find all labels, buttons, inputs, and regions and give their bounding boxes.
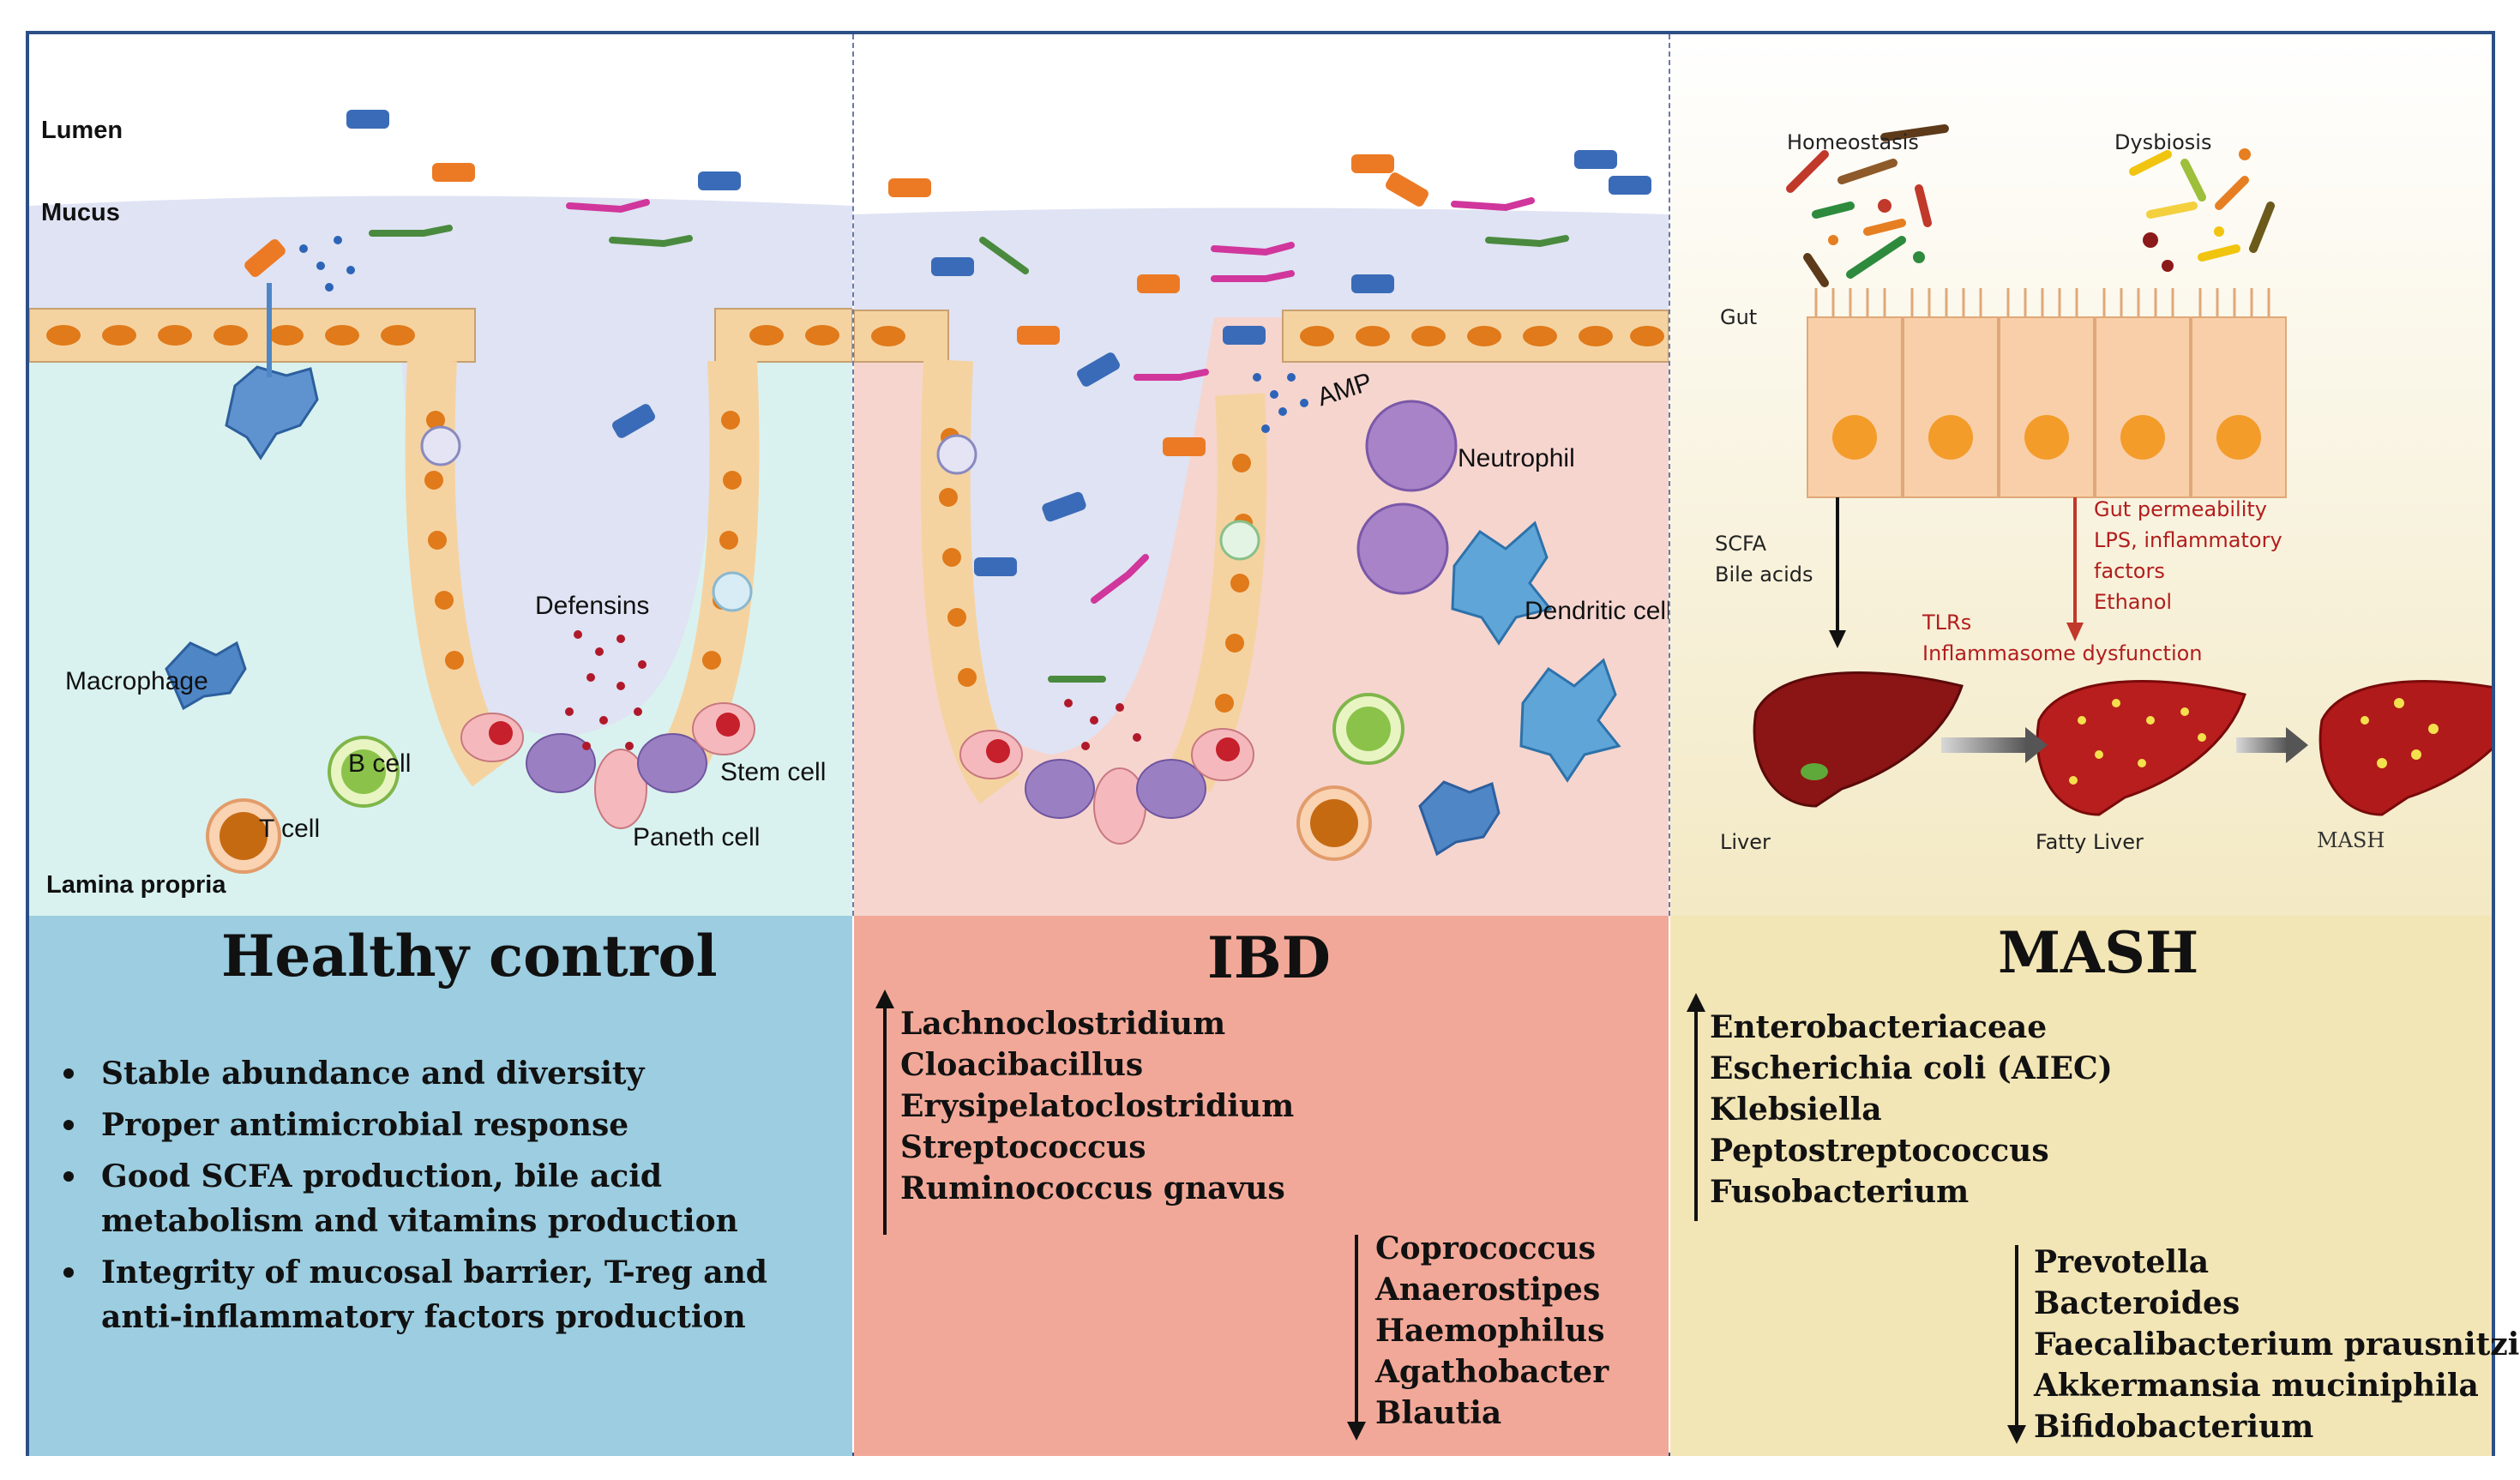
mash-summary-box: MASH Enterobacteriaceae Escherichia coli… — [1670, 916, 2520, 1456]
list-item: Enterobacteriaceae — [1710, 1009, 2048, 1045]
increase-arrow-icon — [875, 990, 894, 1235]
healthy-gut-illustration — [29, 34, 852, 874]
list-item: Stable abundance and diversity — [53, 1051, 842, 1096]
list-item: Streptococcus — [900, 1129, 1146, 1165]
list-item: Bacteroides — [2034, 1285, 2240, 1321]
paneth-cell-label: Paneth cell — [633, 823, 761, 851]
decrease-arrow-icon — [1347, 1235, 1366, 1441]
increase-arrow-icon — [1687, 993, 1705, 1221]
b-cell-label: B cell — [348, 749, 412, 778]
stem-cell-label: Stem cell — [720, 758, 827, 786]
ibd-increased-list: Lachnoclostridium Cloacibacillus Erysipe… — [900, 1003, 1294, 1209]
factors-label: factors — [2094, 559, 2165, 583]
mash-increased-list: Enterobacteriaceae Escherichia coli (AIE… — [1710, 1007, 2113, 1212]
fatty-liver-label: Fatty Liver — [2036, 830, 2144, 854]
list-item: Faecalibacterium prausnitzii — [2034, 1327, 2520, 1363]
list-item: Good SCFA production, bile acid metaboli… — [53, 1154, 842, 1243]
list-item: Haemophilus — [1375, 1313, 1605, 1349]
list-item: Prevotella — [2034, 1244, 2210, 1280]
panel-divider — [1669, 34, 1670, 916]
mucus-label: Mucus — [41, 199, 120, 226]
list-item: Bifidobacterium — [2034, 1409, 2314, 1445]
mash-decreased-list: Prevotella Bacteroides Faecalibacterium … — [2034, 1242, 2520, 1447]
homeostasis-label: Homeostasis — [1787, 130, 1919, 154]
ethanol-label: Ethanol — [2094, 590, 2173, 614]
list-item: Klebsiella — [1710, 1092, 1882, 1128]
bullet-icon — [63, 1120, 74, 1130]
mash-gut-liver-illustration — [1670, 34, 2492, 916]
bullet-icon — [63, 1068, 74, 1079]
ibd-decreased-list: Coprococcus Anaerostipes Haemophilus Aga… — [1375, 1228, 1609, 1434]
healthy-bullet-list: Stable abundance and diversity Proper an… — [53, 1051, 842, 1346]
mash-illustration-panel: Homeostasis Dysbiosis Gut SCFA Bile acid… — [1670, 34, 2492, 916]
gut-permeability-label: Gut permeability — [2094, 497, 2267, 521]
list-item: Proper antimicrobial response — [53, 1103, 842, 1147]
t-cell-label: T cell — [259, 815, 321, 843]
list-item: Escherichia coli (AIEC) — [1710, 1050, 2113, 1086]
ibd-summary-box: IBD Lachnoclostridium Cloacibacillus Ery… — [854, 916, 1669, 1456]
list-item: Erysipelatoclostridium — [900, 1088, 1295, 1124]
defensins-label: Defensins — [535, 592, 650, 620]
list-item: Fusobacterium — [1710, 1174, 1970, 1210]
mash-title: MASH — [1998, 919, 2199, 986]
gut-label: Gut — [1720, 305, 1758, 329]
list-item: Peptostreptococcus — [1710, 1133, 2049, 1169]
list-item: Lachnoclostridium — [900, 1006, 1226, 1042]
ibd-gut-illustration — [854, 34, 1669, 861]
scfa-label: SCFA — [1715, 532, 1767, 556]
healthy-illustration-panel: Lumen Mucus Macrophage B cell T cell Lam… — [29, 34, 852, 916]
list-item: Coprococcus — [1375, 1230, 1597, 1266]
list-item: Ruminococcus gnavus — [900, 1170, 1285, 1206]
liver-label: Liver — [1720, 830, 1771, 854]
list-item: Integrity of mucosal barrier, T-reg and … — [53, 1250, 842, 1339]
ibd-title: IBD — [1207, 924, 1331, 991]
figure-frame: Lumen Mucus Macrophage B cell T cell Lam… — [26, 31, 2520, 1456]
healthy-summary-box: Healthy control Stable abundance and div… — [29, 916, 852, 1456]
macrophage-label: Macrophage — [65, 667, 208, 695]
bullet-icon — [63, 1171, 74, 1182]
decrease-arrow-icon — [2007, 1245, 2026, 1444]
ibd-illustration-panel: AMP Neutrophil Dendritic cell — [854, 34, 1669, 916]
dendritic-cell-label: Dendritic cell — [1525, 597, 1669, 625]
neutrophil-label: Neutrophil — [1458, 444, 1575, 472]
list-item: Anaerostipes — [1375, 1272, 1601, 1308]
tlrs-label: TLRs — [1922, 611, 1972, 635]
mash-liver-label: MASH — [2317, 828, 2385, 852]
panel-divider — [852, 34, 854, 916]
lps-label: LPS, inflammatory — [2094, 528, 2282, 552]
inflammasome-label: Inflammasome dysfunction — [1922, 641, 2203, 665]
lumen-label: Lumen — [41, 117, 123, 144]
healthy-title: Healthy control — [221, 923, 718, 990]
dysbiosis-label: Dysbiosis — [2114, 130, 2212, 154]
list-item: Akkermansia muciniphila — [2034, 1368, 2479, 1404]
bile-acids-label: Bile acids — [1715, 563, 1813, 587]
bullet-icon — [63, 1267, 74, 1278]
list-item: Cloacibacillus — [900, 1047, 1144, 1083]
list-item: Blautia — [1375, 1395, 1502, 1431]
list-item: Agathobacter — [1375, 1354, 1609, 1390]
lamina-propria-label: Lamina propria — [46, 871, 226, 899]
